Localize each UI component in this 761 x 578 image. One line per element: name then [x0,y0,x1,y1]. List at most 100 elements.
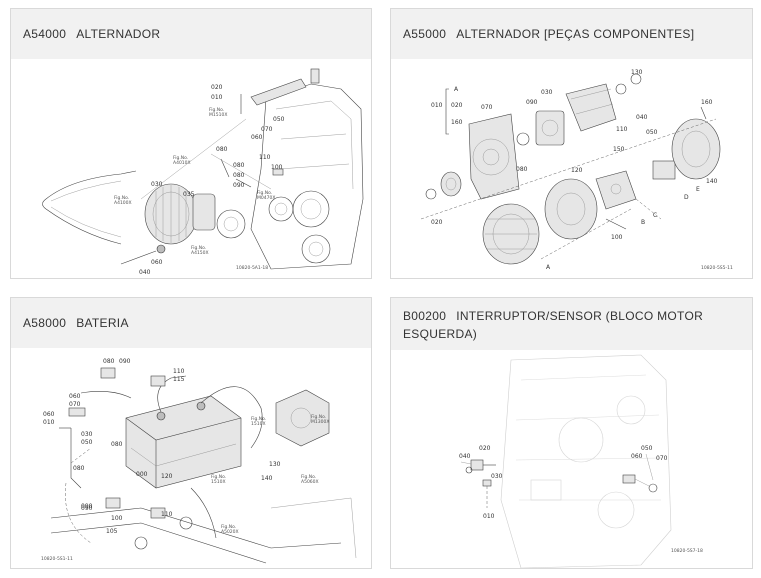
svg-text:120: 120 [161,473,173,480]
svg-text:080: 080 [73,465,85,472]
svg-text:070: 070 [481,104,493,111]
svg-text:10820-5A1-18: 10820-5A1-18 [236,265,268,271]
svg-text:010: 010 [211,94,223,101]
svg-text:120: 120 [571,167,583,174]
svg-text:060: 060 [43,411,55,418]
svg-text:Fig.No.: Fig.No. [114,195,129,201]
svg-text:040: 040 [139,269,151,276]
card-code: A58000 [23,316,67,330]
svg-text:Fig.No.: Fig.No. [209,107,224,113]
svg-text:090: 090 [119,358,131,365]
svg-text:020: 020 [211,84,223,91]
svg-text:010: 010 [483,513,495,520]
card-title: BATERIA [76,316,129,330]
svg-text:050: 050 [646,129,658,136]
svg-text:105: 105 [106,528,118,535]
svg-text:070: 070 [656,455,668,462]
svg-text:035: 035 [183,191,195,198]
catalog-card-a54000[interactable]: A54000 ALTERNADOR [10,8,372,279]
svg-text:060: 060 [151,259,163,266]
svg-text:060: 060 [251,134,263,141]
svg-text:110: 110 [259,154,271,161]
svg-text:090: 090 [81,503,93,510]
svg-text:060: 060 [631,453,643,460]
svg-text:M1300X: M1300X [311,419,329,425]
svg-text:070: 070 [69,401,81,408]
svg-text:040: 040 [459,453,471,460]
svg-text:050: 050 [273,116,285,123]
svg-text:Fig.No.: Fig.No. [173,155,188,161]
svg-text:080: 080 [233,162,245,169]
catalog-card-a55000[interactable]: A55000 ALTERNADOR [PEÇAS COMPONENTES] [390,8,753,279]
svg-text:150: 150 [613,146,625,153]
switch-sensor-engine-block-diagram: 040 020 030 010 050 060 070 10820-5S7-18 [459,354,703,568]
svg-text:115: 115 [173,376,185,383]
svg-text:E: E [696,186,700,193]
card-title: INTERRUPTOR/SENSOR (BLOCO MOTOR ESQUERDA… [403,309,704,341]
svg-text:D: D [684,194,689,201]
svg-text:070: 070 [261,126,273,133]
svg-text:040: 040 [636,114,648,121]
svg-text:B: B [641,219,645,226]
svg-text:A4100X: A4100X [114,200,132,206]
svg-text:090: 090 [526,99,538,106]
alternator-assembly-diagram: 020 010 Fig.No. M1510X 060 070 050 080 1… [42,68,364,276]
svg-text:100: 100 [111,515,123,522]
svg-text:10820-5S7-18: 10820-5S7-18 [671,548,703,554]
svg-text:110: 110 [616,126,628,133]
card-diagram[interactable]: 020 010 Fig.No. M1510X 060 070 050 080 1… [11,59,371,278]
svg-text:Fig.No.: Fig.No. [311,414,326,420]
svg-text:A: A [454,86,459,93]
svg-text:050: 050 [641,445,653,452]
svg-text:C: C [653,212,657,219]
svg-text:000: 000 [136,471,148,478]
card-diagram[interactable]: A 010 020 160 070 090 030 130 110 040 16… [391,59,752,278]
svg-text:030: 030 [81,431,93,438]
alternator-components-exploded-diagram: A 010 020 160 070 090 030 130 110 040 16… [420,69,733,271]
card-title: ALTERNADOR [PEÇAS COMPONENTES] [456,27,695,41]
card-header[interactable]: A55000 ALTERNADOR [PEÇAS COMPONENTES] [391,9,752,59]
svg-text:Fig.No.: Fig.No. [301,474,316,480]
svg-text:140: 140 [261,475,273,482]
svg-text:010: 010 [43,419,55,426]
svg-text:020: 020 [451,102,463,109]
card-code: A54000 [23,27,67,41]
svg-text:A: A [546,264,551,271]
svg-text:160: 160 [701,99,713,106]
svg-text:10820-5S5-11: 10820-5S5-11 [701,265,733,271]
svg-text:10820-5S1-11: 10820-5S1-11 [41,556,73,562]
card-header[interactable]: A58000 BATERIA [11,298,371,348]
svg-text:030: 030 [541,89,553,96]
card-diagram[interactable]: 040 020 030 010 050 060 070 10820-5S7-18 [391,350,752,568]
svg-text:030: 030 [491,473,503,480]
svg-text:080: 080 [516,166,528,173]
svg-text:080: 080 [216,146,228,153]
battery-assembly-diagram: 080 090 110 115 060 070 060 010 030 050 … [41,358,357,564]
svg-text:090: 090 [81,505,93,512]
svg-text:130: 130 [269,461,281,468]
catalog-card-a58000[interactable]: A58000 BATERIA [10,297,372,569]
svg-text:060: 060 [69,393,81,400]
svg-text:A4150X: A4150X [191,250,209,256]
svg-text:A5020X: A5020X [221,529,239,535]
svg-text:M0470X: M0470X [257,195,275,201]
svg-text:A4010X: A4010X [173,160,191,166]
svg-text:140: 140 [706,178,718,185]
svg-text:100: 100 [611,234,623,241]
svg-text:080: 080 [111,441,123,448]
svg-text:110: 110 [161,511,173,518]
svg-text:010: 010 [431,102,443,109]
card-diagram[interactable]: 080 090 110 115 060 070 060 010 030 050 … [11,348,371,568]
card-header[interactable]: A54000 ALTERNADOR [11,9,371,59]
svg-text:100: 100 [271,164,283,171]
svg-text:030: 030 [151,181,163,188]
svg-text:110: 110 [173,368,185,375]
svg-text:Fig.No.: Fig.No. [251,416,266,422]
svg-text:020: 020 [479,445,491,452]
svg-text:Fig.No.: Fig.No. [257,190,272,196]
card-code: A55000 [403,27,447,41]
svg-text:M1510X: M1510X [209,112,227,118]
